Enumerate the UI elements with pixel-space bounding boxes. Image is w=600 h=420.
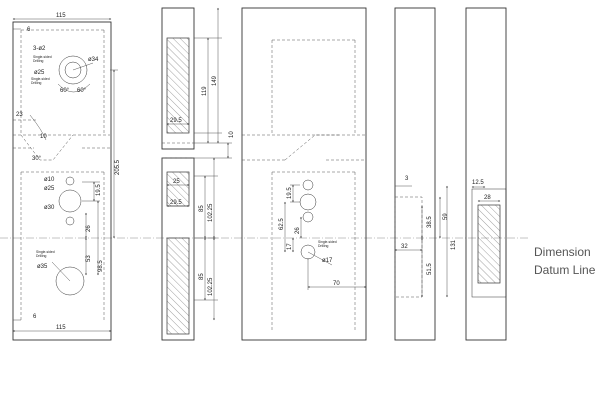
view-front-left: 115 6 3-ø2 Single-sided Drilling ø34 ø25… <box>12 13 121 341</box>
svg-text:Single-sided: Single-sided <box>33 55 52 59</box>
svg-text:Drilling: Drilling <box>33 59 43 63</box>
view1-hole-top <box>58 55 88 85</box>
view3-outline <box>241 7 367 341</box>
view1-bottom-offset: 6 <box>33 314 37 320</box>
svg-text:Single-sided: Single-sided <box>318 240 337 244</box>
view4-dim-59: 59 <box>443 213 449 220</box>
view2-dim-119: 119 <box>202 86 208 96</box>
view5-hatch <box>477 204 501 284</box>
view4-dim-32: 32 <box>401 244 408 250</box>
legend-dimension: Dimension <box>534 245 591 259</box>
view2-dim-25: 25 <box>173 179 180 185</box>
view1-bottom-hole-dia: ø35 <box>37 264 48 270</box>
view2-dim-149: 149 <box>212 75 218 86</box>
view3-dim-26: 26 <box>295 227 301 234</box>
view1-top-width: 115 <box>56 13 66 19</box>
view1-hole-small-dia: ø25 <box>34 70 45 76</box>
view-side-section: 119 149 29.5 10 25 29.5 85 102.25 85 102… <box>161 7 235 341</box>
view3-hole-b <box>299 193 317 211</box>
svg-text:Drilling: Drilling <box>31 81 41 85</box>
view1-outline <box>12 21 112 341</box>
view1-dim-26: 26 <box>86 225 92 232</box>
view1-mid-hole-large <box>58 189 82 213</box>
view4-dim-38-5: 38.5 <box>427 216 433 228</box>
view4-dim-3: 3 <box>405 176 409 182</box>
view2-dim-85-top: 85 <box>199 205 205 212</box>
view2-dim-10: 10 <box>229 131 235 138</box>
view5-dim-28: 28 <box>484 195 491 201</box>
view1-bottom-width: 115 <box>56 325 66 331</box>
view1-notch-left: 23 <box>16 112 23 118</box>
svg-text:Drilling: Drilling <box>318 244 328 248</box>
view4-outline <box>394 7 436 341</box>
view2-dim-102-25-bottom: 102.25 <box>208 277 214 296</box>
view1-angle2: 60° <box>77 88 87 94</box>
view1-notch-angle: 30° <box>32 156 42 162</box>
view3-hole-dia: ø17 <box>322 258 333 264</box>
view-front-middle: 19.5 62.5 26 17 Single-sided Drilling ø1… <box>241 7 367 341</box>
view1-hole-top-dia: ø34 <box>88 57 99 63</box>
view1-dim-53: 53 <box>86 255 92 262</box>
view1-mid-dia2: ø25 <box>44 186 55 192</box>
view1-dim-98-5: 98.5 <box>98 260 104 272</box>
view2-dim-29-5-top: 29.5 <box>170 118 182 124</box>
legend-datum-line: Datum Line <box>534 263 596 277</box>
view3-hole-c <box>302 211 314 223</box>
view3-dim-17: 17 <box>287 243 293 250</box>
view5-inner <box>471 188 507 298</box>
view1-dim-19-5: 19.5 <box>96 184 102 196</box>
view1-hole-bottom <box>55 266 85 296</box>
view3-dim-62-5: 62.5 <box>279 218 285 230</box>
view-right-side: 12.5 28 <box>465 7 507 341</box>
view1-notch-side: 10 <box>40 134 47 140</box>
view2-dim-85-bottom: 85 <box>199 273 205 280</box>
view5-dim-12-5: 12.5 <box>472 180 484 186</box>
view2-dim-102-25-top: 102.25 <box>208 203 214 222</box>
view4-inner <box>394 196 423 298</box>
view1-holes-note: 3-ø2 <box>33 46 46 52</box>
view2-dim-29-5-bottom: 29.5 <box>170 200 182 206</box>
view1-mid-hole-small <box>65 176 75 186</box>
view4-dim-51-5: 51.5 <box>427 263 433 275</box>
view4-dim-131: 131 <box>451 239 457 250</box>
svg-text:Drilling: Drilling <box>36 254 46 258</box>
view2-hatch-top <box>166 37 190 134</box>
view5-outline <box>465 7 507 341</box>
view1-angle1: 60° <box>60 88 70 94</box>
view1-dim-205-5: 205.5 <box>115 159 121 175</box>
view2-hatch-bottom <box>166 237 190 335</box>
svg-text:Single-sided: Single-sided <box>36 250 55 254</box>
svg-text:Single-sided: Single-sided <box>31 77 50 81</box>
view3-dim-19-5: 19.5 <box>287 187 293 199</box>
view2-outline-top <box>161 7 195 150</box>
view1-mid-dia3: ø30 <box>44 205 55 211</box>
view-narrow-side: 3 38.5 59 32 51.5 131 <box>394 7 457 341</box>
view3-hole-a <box>302 179 314 191</box>
view3-dim-70: 70 <box>333 281 340 287</box>
view1-mid-dia1: ø10 <box>44 177 55 183</box>
